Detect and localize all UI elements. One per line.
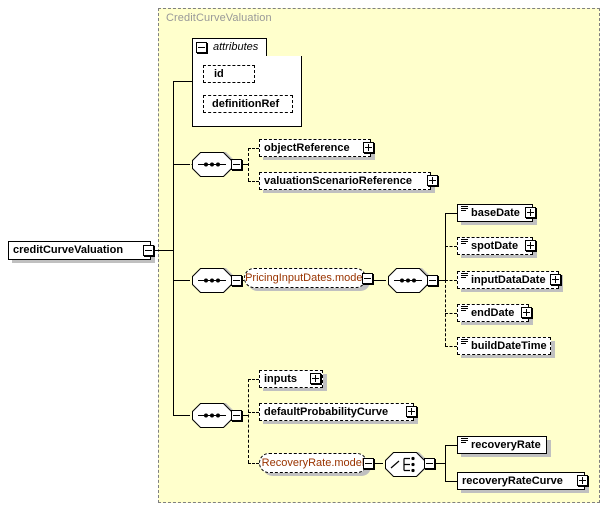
basedate-expander[interactable] — [525, 207, 536, 218]
connector-attributes — [173, 81, 193, 82]
element-recoveryrate[interactable]: recoveryRate — [457, 436, 547, 454]
connector-recoverymodel-to-choice — [371, 463, 383, 464]
connector-seq-dates-in — [173, 280, 190, 281]
recoveryrate-sequence-icon — [461, 438, 468, 444]
recoveryratecurve-label: recoveryRateCurve — [462, 474, 563, 487]
root-element-expander[interactable] — [143, 245, 154, 256]
element-builddatetime[interactable]: buildDateTime — [457, 337, 551, 355]
connector-to-spotdate — [445, 246, 457, 247]
connector-model-to-seq-inner — [370, 280, 386, 281]
recoveryrate-label: recoveryRate — [471, 438, 541, 451]
inputdatadate-sequence-icon — [461, 273, 468, 279]
connector-to-defaultprobabilitycurve — [248, 412, 259, 413]
attribute-definitionref[interactable]: definitionRef — [203, 95, 293, 113]
valuationscenarioreference-expander[interactable] — [427, 175, 438, 186]
connector-to-recoveryratecurve — [445, 481, 457, 482]
connector-seq-top-in — [173, 164, 190, 165]
valuationscenarioreference-label: valuationScenarioReference — [264, 174, 412, 187]
connector-to-inputs — [248, 379, 259, 380]
spotdate-label: spotDate — [471, 239, 519, 252]
attribute-definitionref-label: definitionRef — [212, 97, 280, 110]
attributes-expander[interactable] — [196, 42, 207, 53]
connector-to-enddate — [445, 313, 457, 314]
group-pricinginputdates-model[interactable]: PricingInputDates.model — [244, 268, 366, 288]
attributes-body — [192, 56, 302, 127]
connector-root-out — [155, 250, 173, 251]
objectreference-label: objectReference — [264, 141, 350, 154]
compositor-choice-recovery[interactable] — [383, 452, 429, 477]
inputdatadate-label: inputDataDate — [471, 273, 546, 286]
spotdate-sequence-icon — [461, 239, 468, 245]
element-inputs[interactable]: inputs — [259, 370, 323, 388]
compositor-sequence-bottom[interactable] — [190, 403, 236, 428]
group-recoveryrate-model[interactable]: RecoveryRate.model — [259, 453, 367, 473]
inputs-label: inputs — [264, 372, 297, 385]
connector-dates-branch-solid — [445, 213, 446, 281]
connector-refs-to-objectreference — [248, 148, 259, 149]
connector-refs-stub — [238, 164, 248, 165]
inputdatadate-expander[interactable] — [550, 274, 561, 285]
attributes-label: attributes — [213, 41, 259, 53]
enddate-expander[interactable] — [521, 307, 532, 318]
connector-seq-bottom-in — [173, 415, 190, 416]
recoveryrate-model-expander[interactable] — [363, 458, 374, 469]
compositor-sequence-dates-outer[interactable] — [190, 268, 236, 293]
pricinginputdates-model-label: PricingInputDates.model — [245, 272, 365, 284]
connector-seq-inner-out — [434, 280, 445, 281]
compositor-sequence-references-expander[interactable] — [231, 159, 242, 170]
element-spotdate[interactable]: spotDate — [457, 237, 533, 255]
basedate-sequence-icon — [461, 206, 468, 212]
builddatetime-sequence-icon — [461, 339, 468, 345]
pricinginputdates-model-expander[interactable] — [362, 273, 373, 284]
connector-refs-branch-v — [248, 148, 249, 181]
element-defaultprobabilitycurve[interactable]: defaultProbabilityCurve — [259, 403, 414, 421]
element-recoveryratecurve[interactable]: recoveryRateCurve — [457, 472, 585, 490]
connector-to-basedate — [445, 213, 457, 214]
connector-main-spine — [173, 81, 174, 415]
compositor-sequence-dates-inner[interactable] — [386, 268, 432, 293]
element-valuationscenarioreference[interactable]: valuationScenarioReference — [259, 172, 431, 190]
connector-bottom-branch-v — [248, 379, 249, 463]
spotdate-expander[interactable] — [525, 240, 536, 251]
element-inputdatadate[interactable]: inputDataDate — [457, 271, 559, 289]
recoveryrate-model-label: RecoveryRate.model — [261, 457, 365, 469]
connector-choice-out — [431, 463, 445, 464]
root-element-creditcurvevaluation[interactable]: creditCurveValuation — [8, 241, 151, 260]
attribute-id-label: id — [214, 67, 224, 80]
connector-to-inputdatadate — [445, 280, 457, 281]
recoveryratecurve-expander[interactable] — [577, 475, 588, 486]
root-element-label: creditCurveValuation — [13, 244, 124, 256]
connector-to-recoveryratemodel — [248, 463, 259, 464]
connector-recovery-branch-v — [445, 445, 446, 481]
type-panel-title: CreditCurveValuation — [166, 12, 272, 24]
compositor-sequence-bottom-expander[interactable] — [231, 410, 242, 421]
inputs-expander[interactable] — [310, 373, 321, 384]
basedate-label: baseDate — [471, 206, 520, 219]
compositor-choice-recovery-expander[interactable] — [424, 458, 435, 469]
connector-to-builddatetime — [445, 346, 457, 347]
compositor-sequence-dates-inner-expander[interactable] — [427, 275, 438, 286]
element-enddate[interactable]: endDate — [457, 304, 529, 322]
defaultprobabilitycurve-expander[interactable] — [406, 406, 417, 417]
element-basedate[interactable]: baseDate — [457, 204, 533, 222]
connector-to-recoveryrate — [445, 445, 457, 446]
element-objectreference[interactable]: objectReference — [259, 139, 371, 157]
enddate-sequence-icon — [461, 306, 468, 312]
compositor-sequence-references[interactable] — [190, 152, 236, 177]
attribute-id[interactable]: id — [203, 65, 255, 83]
objectreference-expander[interactable] — [363, 142, 374, 153]
enddate-label: endDate — [471, 306, 515, 319]
connector-seq-bottom-out — [238, 415, 248, 416]
connector-refs-to-valuationscenarioreference — [248, 181, 259, 182]
attributes-tab-seam — [193, 55, 266, 57]
builddatetime-label: buildDateTime — [471, 339, 547, 352]
defaultprobabilitycurve-label: defaultProbabilityCurve — [264, 405, 389, 418]
compositor-sequence-dates-outer-expander[interactable] — [231, 275, 242, 286]
